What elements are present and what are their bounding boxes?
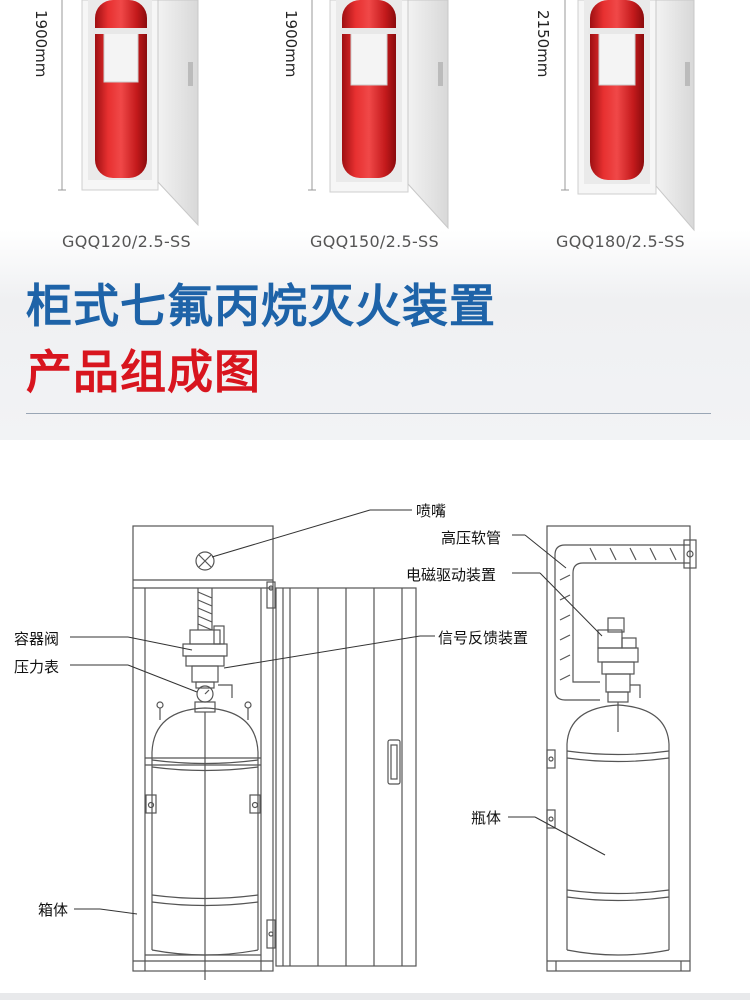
cabinet-door-1 [157, 0, 199, 227]
cabinet-1 [58, 0, 199, 227]
height-label-3: 2150mm [534, 10, 552, 78]
model-label-3: GQQ180/2.5-SS [556, 232, 685, 251]
cabinet-2 [308, 0, 449, 230]
callout-nozzle: 喷嘴 [416, 502, 447, 520]
nozzle-symbol [195, 551, 215, 571]
fire-cylinder-2 [342, 0, 396, 178]
fire-cylinder-3 [590, 0, 644, 180]
cylinder-label-1 [103, 29, 139, 83]
side-cabinet [546, 525, 697, 972]
product-cabinets-illustration [58, 0, 695, 232]
cabinet-door-2 [407, 0, 449, 230]
cabinet-3 [561, 0, 695, 232]
solenoid-symbol [597, 629, 623, 649]
height-label-2: 1900mm [282, 10, 300, 78]
callout-cabinet-body: 箱体 [38, 901, 69, 919]
callout-signal-feedback: 信号反馈装置 [438, 629, 529, 647]
height-label-1: 1900mm [32, 10, 50, 78]
door-handle [387, 739, 401, 785]
bottom-strip [0, 993, 750, 1000]
composition-diagram [70, 509, 697, 980]
model-label-2: GQQ150/2.5-SS [310, 232, 439, 251]
callout-solenoid-driver: 电磁驱动装置 [406, 566, 497, 584]
cylinder-label-2 [350, 29, 388, 86]
callout-high-pressure-hose: 高压软管 [441, 529, 502, 547]
callout-pressure-gauge: 压力表 [14, 658, 60, 676]
callout-bottle-body: 瓶体 [471, 809, 502, 827]
product-photo-section: 1900mm 1900mm 2150mm GQQ120/2.5-SS GQQ15… [0, 0, 750, 440]
section-divider [26, 413, 711, 414]
cabinet-door-3 [655, 0, 695, 232]
subheadline: 产品组成图 [26, 345, 261, 399]
cylinder-label-3 [598, 29, 636, 86]
headline: 柜式七氟丙烷灭火装置 [26, 279, 496, 333]
model-label-1: GQQ120/2.5-SS [62, 232, 191, 251]
leader-lines [70, 509, 606, 915]
fire-cylinder-1 [95, 0, 147, 178]
front-cabinet [132, 525, 417, 980]
callout-container-valve: 容器阀 [14, 630, 60, 648]
